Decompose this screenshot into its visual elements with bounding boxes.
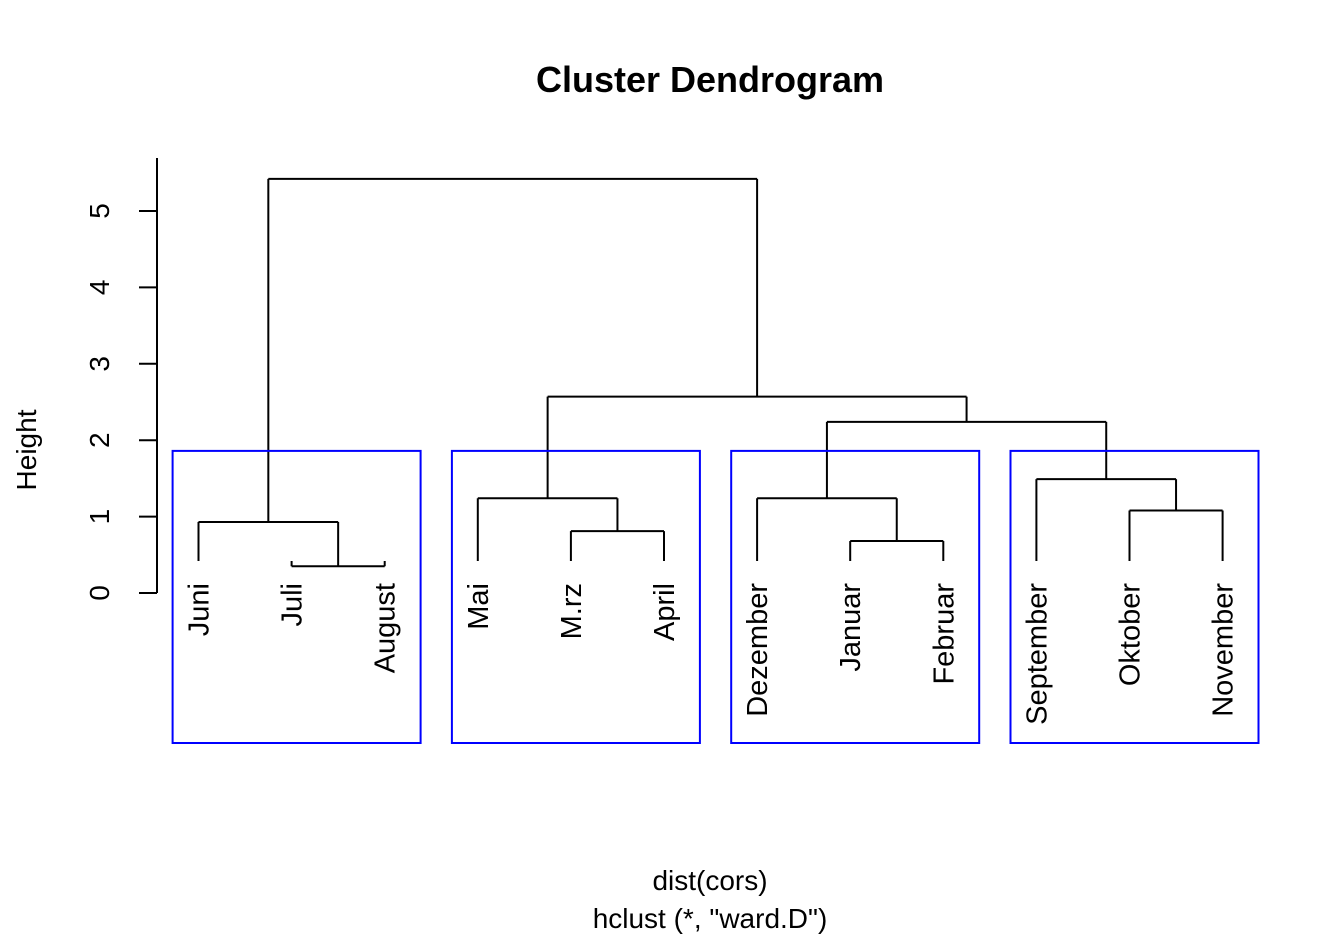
x-axis-sublabel: hclust (*, "ward.D"): [593, 903, 828, 934]
leaf-label-dezember: Dezember: [742, 583, 774, 717]
cluster-box-1: [171, 449, 422, 744]
leaf-label-mai: Mai: [463, 583, 495, 630]
y-tick-label-0: 0: [84, 585, 115, 601]
y-axis: 0 1 2 3 4 5: [84, 158, 158, 601]
leaf-label-november: November: [1208, 583, 1240, 717]
y-tick-label-5: 5: [84, 203, 115, 219]
leaf-label-oktober: Oktober: [1115, 583, 1147, 686]
leaf-label-august: August: [370, 583, 402, 673]
cluster-boxes: [171, 449, 1260, 744]
leaf-label-februar: Februar: [928, 583, 960, 685]
x-axis-label: dist(cors): [652, 865, 767, 896]
y-axis-label: Height: [11, 409, 42, 490]
cluster-box-2: [450, 449, 701, 744]
leaf-label-september: September: [1021, 583, 1053, 725]
dendrogram-tree: [197, 177, 1224, 568]
y-tick-label-1: 1: [84, 509, 115, 525]
leaf-labels: Juni Juli August Mai M.rz April Dezember Januar…: [184, 583, 1240, 725]
leaf-label-april: April: [649, 583, 681, 641]
y-tick-label-2: 2: [84, 432, 115, 448]
cluster-box-4: [1009, 449, 1260, 744]
leaf-label-januar: Januar: [835, 583, 867, 672]
chart-title: Cluster Dendrogram: [536, 59, 884, 100]
y-tick-label-4: 4: [84, 280, 115, 296]
cluster-box-3: [730, 449, 981, 744]
leaf-label-juli: Juli: [277, 583, 309, 627]
y-tick-label-3: 3: [84, 356, 115, 372]
leaf-label-mrz: M.rz: [556, 583, 588, 639]
leaf-label-juni: Juni: [184, 583, 216, 636]
